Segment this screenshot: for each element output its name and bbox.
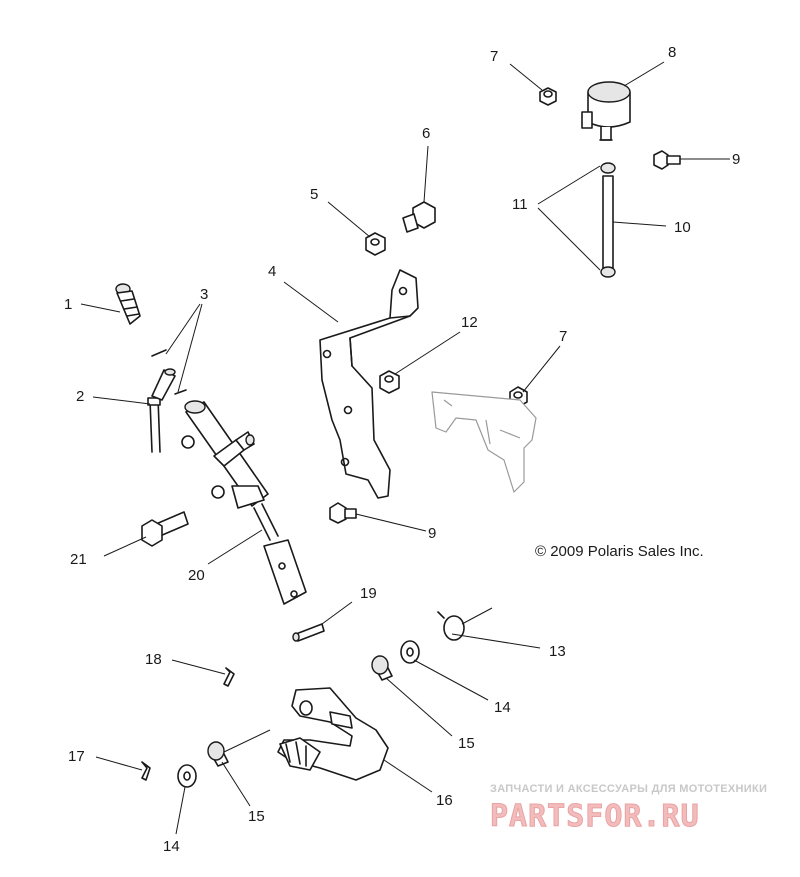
callout-20: 20 (188, 567, 205, 584)
callout-10: 10 (674, 219, 691, 236)
bolt-part (653, 150, 681, 170)
callout-15a: 15 (458, 735, 475, 752)
washer-part (177, 764, 197, 788)
master-cylinder-part (181, 400, 307, 605)
nut-part (379, 370, 400, 394)
cotter-pin-part (141, 761, 151, 781)
watermark: ЗАПЧАСТИ И АКСЕССУАРЫ ДЛЯ МОТОТЕХНИКИ PA… (490, 783, 767, 835)
callout-17: 17 (68, 748, 85, 765)
callout-16: 16 (436, 792, 453, 809)
callout-7b: 7 (559, 328, 567, 345)
callout-14a: 14 (494, 699, 511, 716)
callout-1: 1 (64, 296, 72, 313)
bolt-part (141, 511, 189, 547)
brake-line-part (147, 349, 187, 453)
bolt-part (402, 201, 436, 233)
callout-5: 5 (310, 186, 318, 203)
nut-part (539, 87, 557, 106)
ghost-bracket (431, 391, 537, 493)
leader-lines (80, 61, 730, 835)
bushing-part (371, 655, 393, 681)
nut-part (365, 232, 386, 256)
callout-9b: 9 (428, 525, 436, 542)
callout-18: 18 (145, 651, 162, 668)
washer-part (400, 640, 420, 664)
callout-3: 3 (200, 286, 208, 303)
callout-21: 21 (70, 551, 87, 568)
bleeder-part (115, 283, 141, 325)
callout-8: 8 (668, 44, 676, 61)
callout-2: 2 (76, 388, 84, 405)
callout-11: 11 (512, 196, 528, 213)
bushing-part (207, 741, 229, 767)
callout-14b: 14 (163, 838, 180, 855)
callout-9a: 9 (732, 151, 740, 168)
callout-12: 12 (461, 314, 478, 331)
callout-13: 13 (549, 643, 566, 660)
pedal-part (277, 687, 389, 781)
callouts: 1 2 3 4 5 6 7 7 8 9 9 10 11 12 13 14 14 … (64, 44, 740, 855)
callout-4: 4 (268, 263, 276, 280)
callout-6: 6 (422, 125, 430, 142)
spring-clip-part (437, 611, 465, 641)
hose-part (600, 162, 616, 278)
reservoir-part (581, 81, 631, 141)
watermark-logo: PARTSFOR.RU (490, 799, 700, 834)
callout-7a: 7 (490, 48, 498, 65)
callout-15b: 15 (248, 808, 265, 825)
bolt-part (329, 502, 357, 524)
pin-part (292, 623, 325, 642)
cotter-pin-part (223, 667, 235, 687)
copyright-notice: © 2009 Polaris Sales Inc. (535, 543, 704, 560)
bracket-part (319, 269, 419, 499)
watermark-tagline: ЗАПЧАСТИ И АКСЕССУАРЫ ДЛЯ МОТОТЕХНИКИ (490, 783, 767, 795)
callout-19: 19 (360, 585, 377, 602)
